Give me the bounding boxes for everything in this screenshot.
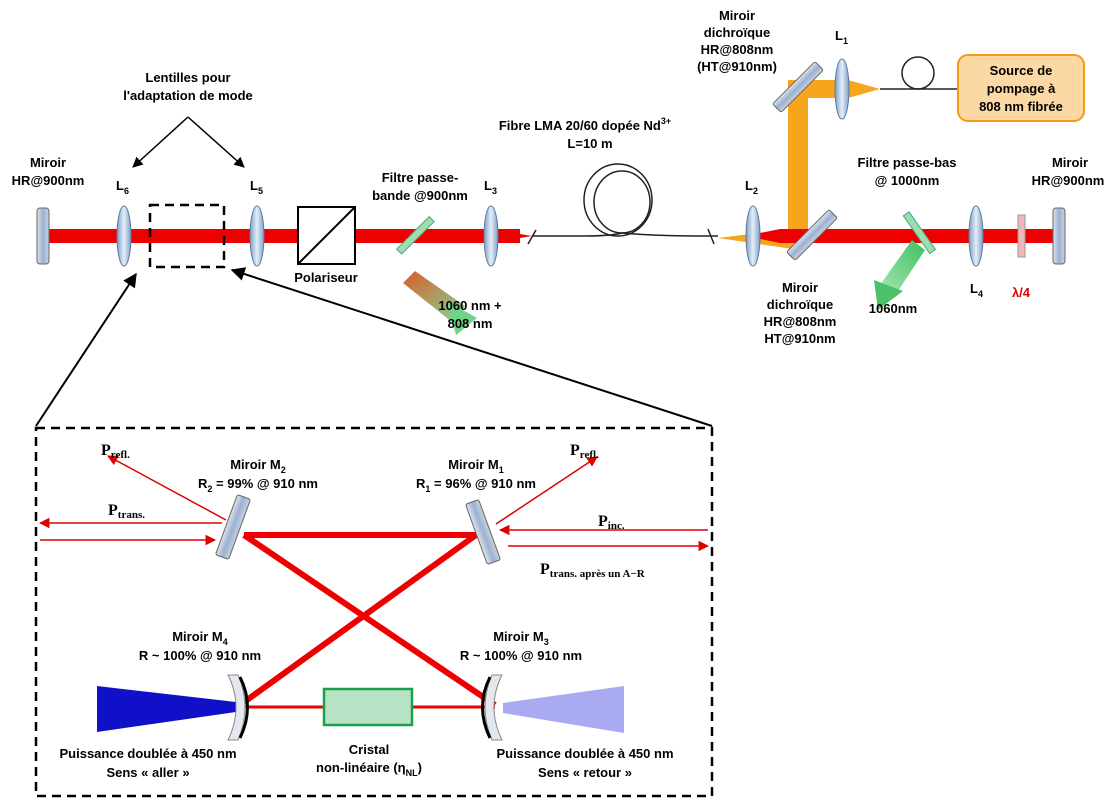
p-trans-label: Ptrans. xyxy=(108,502,145,521)
m1-label-1: Miroir M1 xyxy=(448,457,504,475)
l6-label: L6 xyxy=(116,178,129,196)
bandpass-label-2: bande @900nm xyxy=(372,188,468,203)
mirror-m3 xyxy=(481,674,503,741)
m3-label-2: R ~ 100% @ 910 nm xyxy=(460,648,582,663)
mirror-right xyxy=(1052,207,1066,265)
lentilles-label-1: Lentilles pour xyxy=(145,70,230,85)
fiber-label-1: Fibre LMA 20/60 dopée Nd3+ xyxy=(499,116,671,133)
lowpass-label-2: @ 1000nm xyxy=(875,173,940,188)
m3-label-1: Miroir M3 xyxy=(493,629,549,647)
mirror-left xyxy=(36,207,50,265)
lentilles-label-2: l'adaptation de mode xyxy=(123,88,253,103)
dichroic-top-label-3: HR@808nm xyxy=(701,42,774,57)
dichroic-bottom-label-3: HR@808nm xyxy=(764,314,837,329)
zoom-arrows xyxy=(35,267,713,427)
cavity-beams xyxy=(238,532,497,709)
retour-label-1: Puissance doublée à 450 nm xyxy=(496,746,673,761)
blue-output-aller xyxy=(97,686,236,732)
m2-label-1: Miroir M2 xyxy=(230,457,286,475)
pump-source-box: Source de pompage à 808 nm fibrée xyxy=(957,54,1085,122)
mirror-right-label-1: Miroir xyxy=(1052,155,1088,170)
aller-label-2: Sens « aller » xyxy=(106,765,189,780)
dichroic-top-label-2: dichroïque xyxy=(704,25,770,40)
lens-l1 xyxy=(834,58,850,120)
l1-label: L1 xyxy=(835,28,848,46)
p-refl-right-label: Prefl. xyxy=(570,442,599,461)
dichroic-bottom-label-2: dichroïque xyxy=(767,297,833,312)
polariser xyxy=(297,206,356,265)
source-line-1: Source de xyxy=(990,63,1053,78)
fiber-coil xyxy=(527,163,718,245)
mirror-right-label-2: HR@900nm xyxy=(1032,173,1105,188)
dichroic-mirror-bottom xyxy=(786,209,838,261)
laser-beam-left xyxy=(40,229,532,243)
l2-label: L2 xyxy=(745,178,758,196)
p-refl-left-label: Prefl. xyxy=(101,442,130,461)
cavity-io-arrows xyxy=(38,455,710,552)
laser-beam-right xyxy=(745,229,1058,243)
lowpass-filter xyxy=(874,211,937,310)
pump-fiber xyxy=(880,56,958,90)
lentilles-arrows xyxy=(132,116,245,168)
crystal-cavity-placeholder xyxy=(148,203,226,269)
nonlinear-crystal xyxy=(322,687,414,727)
mirror-m1 xyxy=(465,499,501,565)
waveplate-label: λ/4 xyxy=(1012,285,1031,300)
lens-l6 xyxy=(116,205,132,267)
output-1060-808-label-1: 1060 nm + xyxy=(438,298,502,313)
m2-label-2: R2 = 99% @ 910 nm xyxy=(198,476,318,494)
m4-label-2: R ~ 100% @ 910 nm xyxy=(139,648,261,663)
bandpass-filter xyxy=(395,215,477,335)
blue-output-retour xyxy=(503,686,624,733)
crystal-label-2: non-linéaire (ηNL) xyxy=(316,760,422,778)
mirror-left-label-1: Miroir xyxy=(30,155,66,170)
dichroic-mirror-top xyxy=(772,61,824,113)
dichroic-top-label-4: (HT@910nm) xyxy=(697,59,777,74)
p-inc-label: Pinc. xyxy=(598,513,625,532)
aller-label-1: Puissance doublée à 450 nm xyxy=(59,746,236,761)
fiber-label-2: L=10 m xyxy=(567,136,612,151)
retour-label-2: Sens « retour » xyxy=(538,765,632,780)
waveplate xyxy=(1017,214,1026,258)
source-line-3: 808 nm fibrée xyxy=(979,99,1063,114)
lens-l5 xyxy=(249,205,265,267)
mirror-left-label-2: HR@900nm xyxy=(12,173,85,188)
lowpass-label-1: Filtre passe-bas xyxy=(858,155,957,170)
dichroic-top-label-1: Miroir xyxy=(719,8,755,23)
lens-l4 xyxy=(968,205,984,267)
l4-label: L4 xyxy=(970,281,983,299)
pump-beam xyxy=(718,80,880,250)
output-1060-label: 1060nm xyxy=(869,301,917,316)
cavity-inset-box xyxy=(34,426,714,798)
dichroic-bottom-label-1: Miroir xyxy=(782,280,818,295)
m4-label-1: Miroir M4 xyxy=(172,629,228,647)
source-line-2: pompage à xyxy=(987,81,1056,96)
m1-label-2: R1 = 96% @ 910 nm xyxy=(416,476,536,494)
mirror-m4 xyxy=(227,674,249,741)
output-1060-808-label-2: 808 nm xyxy=(448,316,493,331)
l3-label: L3 xyxy=(484,178,497,196)
p-trans-ar-label: Ptrans. après un A−R xyxy=(540,561,646,580)
lens-l2 xyxy=(745,205,761,267)
l5-label: L5 xyxy=(250,178,263,196)
crystal-label-1: Cristal xyxy=(349,742,389,757)
lens-l3 xyxy=(483,205,499,267)
polariser-label: Polariseur xyxy=(294,270,358,285)
dichroic-bottom-label-4: HT@910nm xyxy=(764,331,835,346)
mirror-m2 xyxy=(215,494,251,560)
bandpass-label-1: Filtre passe- xyxy=(382,170,459,185)
